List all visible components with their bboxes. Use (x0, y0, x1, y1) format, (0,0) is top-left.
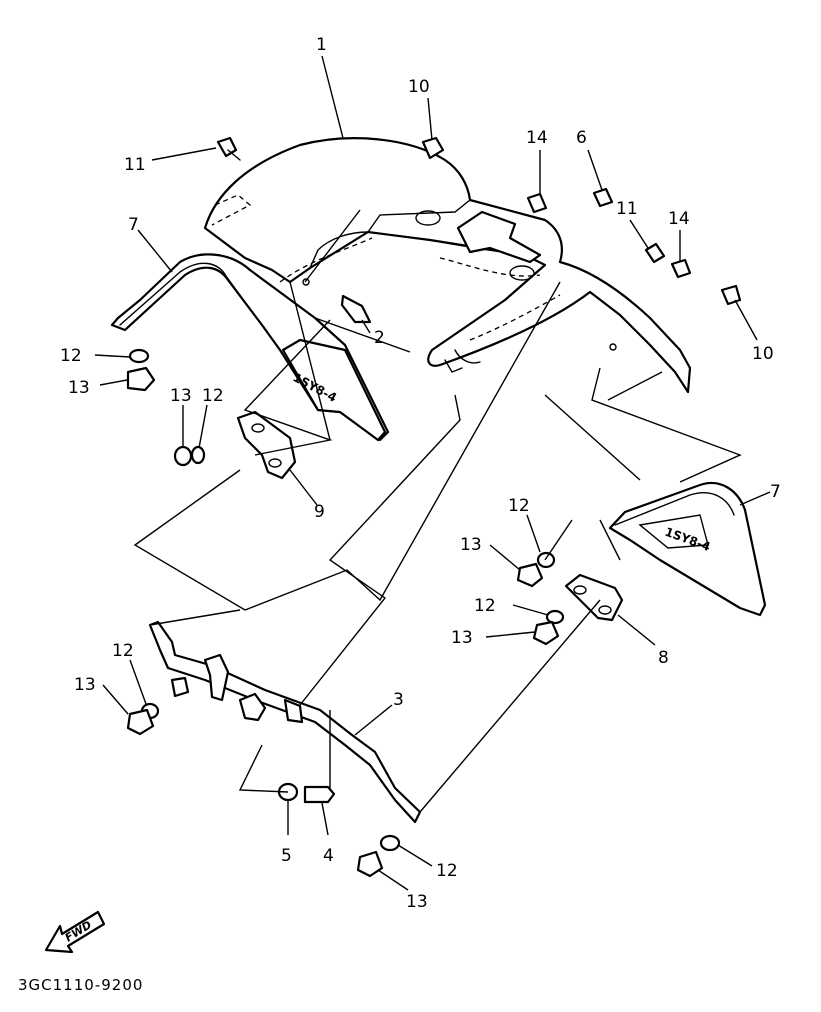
callout-13-right-upper: 13 (460, 535, 482, 555)
callout-4: 4 (323, 846, 334, 866)
callout-11-right: 11 (616, 199, 638, 219)
callout-13-mid-left: 13 (170, 386, 192, 406)
assembly-lines (133, 209, 742, 813)
callout-13-lower-left: 13 (74, 675, 96, 695)
fwd-arrow-icon: FWD (44, 910, 106, 954)
callout-12-lower-right: 12 (436, 861, 458, 881)
callout-13-upper-left: 13 (68, 378, 90, 398)
callout-14-right: 14 (668, 209, 690, 229)
stay-bar-part-3 (148, 620, 422, 824)
left-bracket-part-7: 1SY8-4 (110, 253, 390, 442)
callout-13-right-mid: 13 (451, 628, 473, 648)
callout-2: 2 (374, 328, 385, 348)
callout-labels: 1 10 11 14 6 11 14 10 7 12 13 2 13 12 9 … (60, 35, 781, 912)
callout-11-left: 11 (124, 155, 146, 175)
callout-8: 8 (658, 648, 669, 668)
diagram-code: 3GC1110-9200 (18, 976, 143, 994)
callout-3: 3 (393, 690, 404, 710)
callout-10-top: 10 (408, 77, 430, 97)
callout-10-right: 10 (752, 344, 774, 364)
fasteners (126, 136, 742, 878)
callout-1: 1 (316, 35, 327, 55)
callout-12-lower-left: 12 (112, 641, 134, 661)
plate-part-8 (564, 573, 624, 622)
callout-7-left: 7 (128, 215, 139, 235)
callout-12-right-upper: 12 (508, 496, 530, 516)
callout-6: 6 (576, 128, 587, 148)
plate-part-9 (236, 410, 297, 480)
callout-14-top: 14 (526, 128, 548, 148)
callout-5: 5 (281, 846, 292, 866)
callout-13-lower-right: 13 (406, 892, 428, 912)
callout-9: 9 (314, 502, 325, 522)
callout-12-right-mid: 12 (474, 596, 496, 616)
callout-12-mid-left: 12 (202, 386, 224, 406)
callout-12-upper-left: 12 (60, 346, 82, 366)
callout-leaders (94, 55, 771, 891)
front-fender-part-1 (203, 137, 692, 394)
callout-7-right: 7 (770, 482, 781, 502)
right-bracket-part-7: 1SY8-4 (608, 481, 767, 617)
